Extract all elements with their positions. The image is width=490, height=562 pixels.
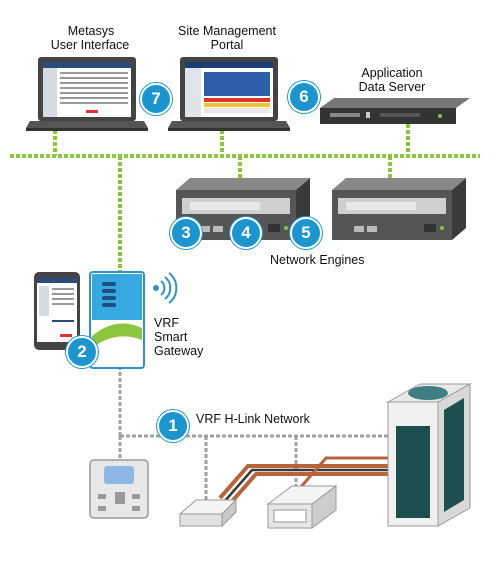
label-metasys: Metasys [67, 24, 115, 38]
indoor-unit-2-icon [266, 485, 338, 529]
label-vrf: VRF [154, 316, 179, 330]
indoor-unit-1-icon [178, 498, 238, 528]
wireless-signal-icon [153, 272, 178, 304]
badge-5: 5 [290, 217, 322, 249]
label-portal: Portal [210, 38, 244, 52]
label-site-management: Site Management [178, 24, 276, 38]
pipe-dark-1 [223, 468, 410, 503]
label-smart: Smart [154, 330, 188, 344]
label-hlink-network: VRF H-Link Network [196, 412, 310, 426]
badge-6: 6 [288, 81, 320, 113]
laptop-metasys-icon [26, 57, 148, 131]
refrigerant-piping [218, 456, 410, 508]
label-gateway: Gateway [154, 344, 204, 358]
hlink-network [118, 366, 400, 500]
badge-3: 3 [170, 217, 202, 249]
mobile-device-icon [34, 272, 80, 350]
badge-1: 1 [157, 410, 189, 442]
pipe-copper-1 [218, 464, 410, 500]
outdoor-unit-icon [386, 383, 472, 527]
badge-7: 7 [140, 83, 172, 115]
pipe-copper-3 [298, 456, 410, 489]
laptop-portal-icon [168, 57, 290, 131]
label-application: Application [361, 66, 423, 80]
vrf-smart-gateway-icon [89, 271, 145, 369]
label-user-interface: User Interface [50, 38, 130, 52]
server-icon [320, 98, 470, 124]
badge-4: 4 [230, 217, 262, 249]
wall-controller-icon [89, 459, 149, 519]
ethernet-network [10, 124, 480, 272]
label-network-engines: Network Engines [270, 253, 365, 267]
network-engine-2-icon [332, 178, 466, 240]
label-data-server: Data Server [358, 80, 426, 94]
pipe-copper-2 [226, 472, 410, 508]
badge-2: 2 [66, 336, 98, 368]
